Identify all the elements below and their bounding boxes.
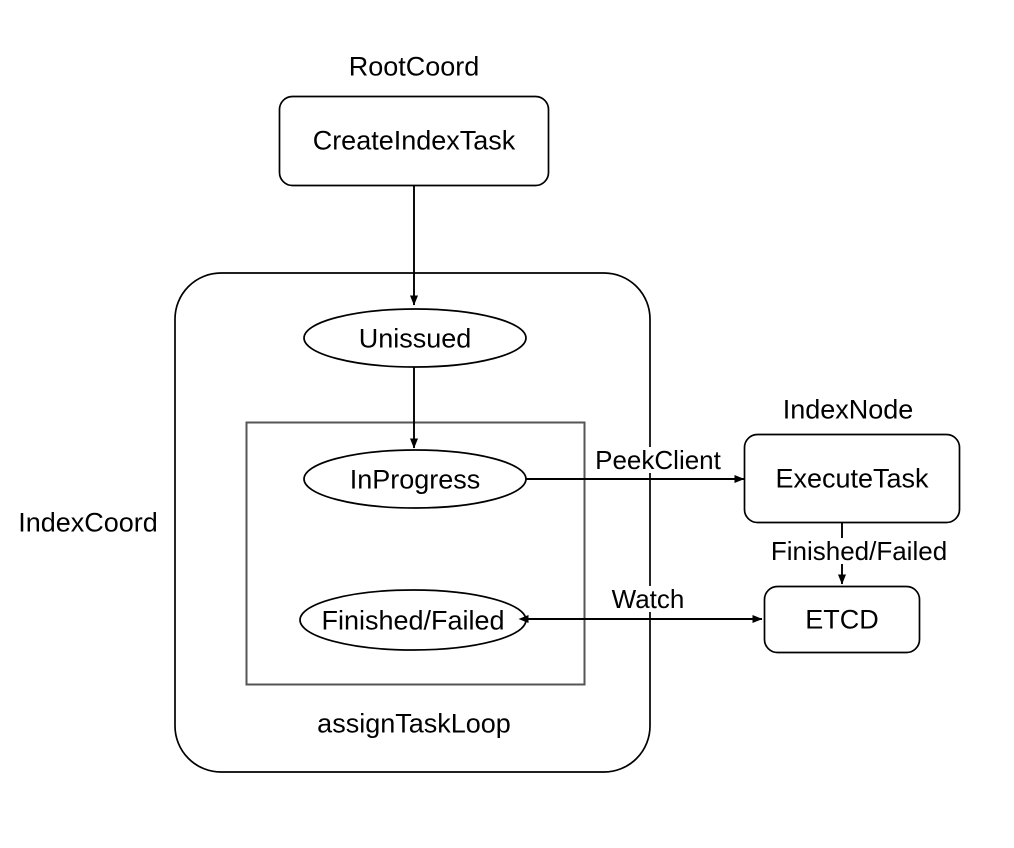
create-index-task-label: CreateIndexTask: [312, 125, 516, 156]
assign-task-loop-label: assignTaskLoop: [317, 708, 511, 739]
execute-task-box[interactable]: [743, 433, 961, 524]
index-node-group-label: IndexNode: [782, 394, 914, 425]
finished-failed-state-label: Finished/Failed: [321, 605, 505, 636]
root-coord-group-label: RootCoord: [348, 51, 480, 82]
assign-task-loop-container: [245, 421, 586, 686]
unissued-state-ellipse[interactable]: [303, 308, 527, 368]
index-coord-group-label: IndexCoord: [18, 507, 158, 538]
index-coord-container: [174, 272, 651, 773]
execute-task-label: ExecuteTask: [775, 463, 929, 494]
peek-client-edge-label: PeekClient: [593, 445, 723, 475]
etcd-label: ETCD: [805, 604, 879, 635]
create-index-task-box[interactable]: [278, 95, 550, 187]
unissued-label: Unissued: [358, 323, 472, 354]
finished-failed-edge-label: Finished/Failed: [768, 536, 950, 566]
watch-edge-label: Watch: [609, 584, 687, 614]
etcd-box[interactable]: [763, 585, 921, 654]
in-progress-label: InProgress: [349, 464, 481, 495]
